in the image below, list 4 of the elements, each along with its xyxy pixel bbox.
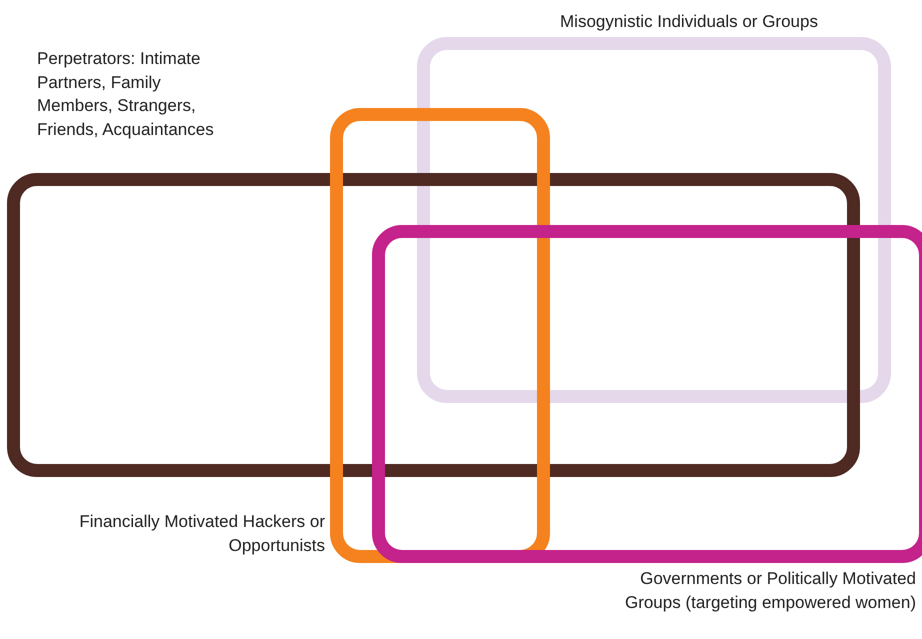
group-label: Perpetrators: Intimate Partners, Family Members, Strangers, Friends, Acquaintances (37, 48, 215, 140)
group-label: Misogynistic Individuals or Groups (560, 11, 818, 33)
group-label: Financially Motivated Hackers or Opportunists (78, 511, 325, 556)
group-label: Governments or Politically Motivated Groups (targeting empowered women) (624, 568, 916, 614)
